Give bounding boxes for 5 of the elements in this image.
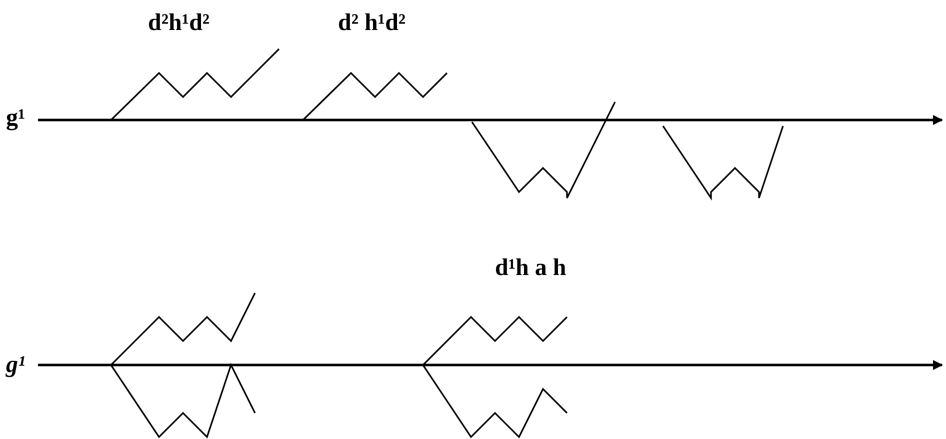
- axis-label: g¹: [6, 352, 26, 378]
- axis-label: g¹: [6, 105, 26, 131]
- formula-label: d²h¹d²: [148, 10, 210, 36]
- formula-label: d² h¹d²: [338, 10, 406, 36]
- formula-label: d¹h a h: [495, 255, 566, 281]
